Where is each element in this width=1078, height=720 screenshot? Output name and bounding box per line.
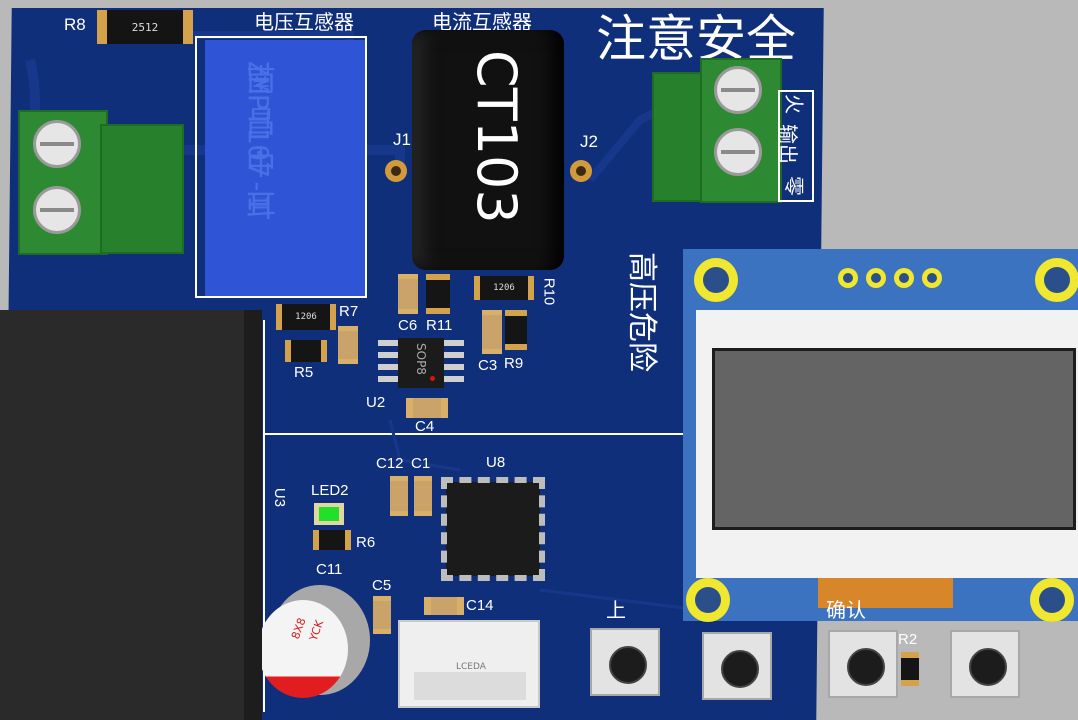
r7-label: R7 [339, 303, 359, 320]
oled-header-pin [866, 268, 886, 288]
oled-header-pin [922, 268, 942, 288]
u3-label: U3 [271, 487, 289, 508]
voltage-transformer: ZMPT107-1 南昌中耳 [205, 40, 365, 296]
oled-header-pin [894, 268, 914, 288]
electrolytic-capacitor-top: 8X8 YCK [258, 600, 348, 698]
r8-value: 2512 [131, 20, 159, 34]
resistor-r6 [313, 530, 351, 550]
screw-terminal-icon[interactable] [33, 120, 81, 168]
mounting-hole-icon [686, 578, 730, 622]
current-transformer-label: 电流互感器 [432, 10, 532, 34]
tactile-button-icon[interactable] [721, 650, 759, 688]
c5-label: C5 [372, 577, 392, 594]
resistor-r7: 1206 [276, 304, 336, 330]
button-up-label: 上 [606, 598, 626, 622]
capacitor-c6 [398, 274, 418, 314]
r7-value: 1206 [295, 312, 317, 322]
voltage-transformer-frame [195, 36, 367, 298]
r6-label: R6 [356, 534, 376, 551]
capacitor-c14 [424, 597, 464, 615]
u2-label: U2 [366, 394, 386, 411]
divider-line-vertical [263, 320, 265, 712]
oled-screen [712, 348, 1076, 530]
u8-label: U8 [486, 454, 506, 471]
power-module-u3 [0, 310, 262, 720]
vt-brand-text: 南昌中耳 [240, 64, 275, 232]
pad-j1 [385, 160, 407, 182]
c3-label: C3 [478, 357, 498, 374]
led-2 [314, 503, 344, 525]
mcu-u8 [441, 477, 545, 581]
button-down[interactable] [702, 632, 772, 700]
safety-title: 注意安全 [596, 10, 796, 68]
high-voltage-warning: 高压危险 [624, 252, 659, 372]
current-transformer: CT103 [412, 30, 564, 270]
c6-label: C6 [398, 317, 418, 334]
mounting-hole-icon [1035, 258, 1078, 302]
cap-brand-text: YCK [306, 618, 327, 643]
button-confirm-label: 确认 [826, 598, 866, 622]
r9-label: R9 [504, 355, 524, 372]
screw-terminal-icon[interactable] [33, 186, 81, 234]
c14-label: C14 [466, 597, 494, 614]
capacitor-c1 [414, 476, 432, 516]
c12-label: C12 [376, 455, 404, 472]
c11-label: C11 [316, 561, 343, 578]
output-label: 输出 [776, 124, 800, 164]
capacitor-c12 [390, 476, 408, 516]
capacitor-c4 [406, 398, 448, 418]
resistor-r11 [426, 274, 450, 314]
r8-label: R8 [64, 15, 86, 34]
ic-u2: SOP8 [398, 338, 444, 388]
button-confirm[interactable] [828, 630, 898, 698]
capacitor-c3 [482, 310, 502, 354]
r10-value: 1206 [493, 283, 515, 293]
r10-label: R10 [540, 277, 558, 306]
c4-label: C4 [415, 418, 435, 435]
button-up[interactable] [590, 628, 660, 696]
oled-flex-cable [818, 578, 953, 608]
output-neutral-label: 零 [782, 176, 806, 196]
tactile-button-icon[interactable] [609, 646, 647, 684]
button-back[interactable] [950, 630, 1020, 698]
resistor-r5 [285, 340, 327, 362]
led2-label: LED2 [311, 482, 349, 499]
mounting-hole-icon [1030, 578, 1074, 622]
r2-label: R2 [898, 631, 918, 648]
resistor-r8: 2512 [97, 10, 193, 44]
divider-line [265, 433, 685, 435]
voltage-transformer-label: 电压互感器 [254, 10, 354, 34]
screw-terminal-icon[interactable] [714, 128, 762, 176]
screw-terminal-icon[interactable] [714, 66, 762, 114]
u2-package-text: SOP8 [414, 343, 428, 375]
led-2-lens [319, 507, 339, 521]
cap-size-text: 8X8 [288, 616, 309, 641]
ct-model-text: CT103 [465, 50, 528, 224]
lceda-connector[interactable]: LCEDA [398, 620, 540, 708]
capacitor [338, 326, 358, 364]
resistor-r10: 1206 [474, 276, 534, 300]
tactile-button-icon[interactable] [847, 648, 885, 686]
output-live-label: 火 [782, 94, 806, 114]
c1-label: C1 [411, 455, 431, 472]
tactile-button-icon[interactable] [969, 648, 1007, 686]
r5-label: R5 [294, 364, 314, 381]
resistor-r2 [901, 652, 919, 686]
output-label-frame [778, 90, 814, 202]
j2-label: J2 [580, 132, 598, 151]
oled-header-pin [838, 268, 858, 288]
connector-label: LCEDA [456, 662, 486, 672]
mounting-hole-icon [694, 258, 738, 302]
resistor-r9 [505, 310, 527, 350]
input-terminal-plug [100, 124, 184, 254]
j1-label: J1 [393, 130, 411, 149]
r11-label: R11 [426, 317, 453, 334]
capacitor-c5 [373, 596, 391, 634]
pad-j2 [570, 160, 592, 182]
